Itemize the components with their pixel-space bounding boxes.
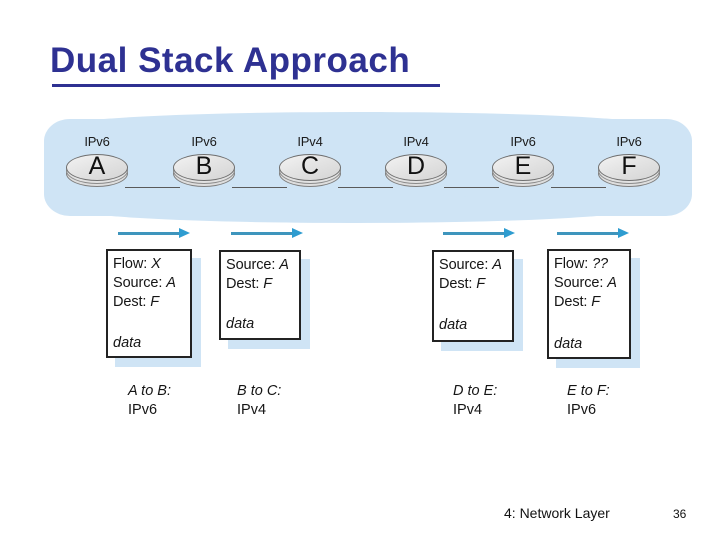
flow-arrow-4 — [557, 228, 629, 238]
packet-payload: data — [554, 336, 583, 352]
node-e-label: E — [514, 152, 532, 180]
packet-box-4-frame — [547, 249, 631, 359]
router-icon: D — [385, 152, 447, 187]
hop-caption-2: B to C: IPv4 — [237, 382, 281, 420]
packet-box-2-frame — [219, 250, 301, 340]
packet-field-value: F — [476, 276, 486, 292]
hop-caption-3-protocol: IPv4 — [453, 402, 483, 418]
packet-field-value: A — [279, 257, 289, 273]
network-node-b[interactable]: IPv6 B — [169, 134, 239, 187]
packet-field: Flow: ?? — [554, 255, 627, 274]
packet-field-key: Dest: — [113, 294, 147, 310]
hop-caption-2-protocol: IPv4 — [237, 402, 267, 418]
router-icon: E — [492, 152, 554, 187]
node-b-label: B — [195, 152, 213, 180]
packet-box-3: Source: A Dest: F data — [432, 250, 523, 351]
flow-arrow-1 — [118, 228, 190, 238]
network-node-e[interactable]: IPv6 E — [488, 134, 558, 187]
packet-field-value: ?? — [592, 256, 609, 272]
hop-caption-1-hop: A to B: — [128, 383, 171, 399]
packet-field: Dest: F — [554, 293, 627, 312]
hop-caption-4: E to F: IPv6 — [567, 382, 610, 420]
link-d-e — [444, 187, 499, 188]
packet-field: Dest: F — [226, 275, 297, 294]
node-c-label: C — [300, 152, 320, 180]
network-node-f[interactable]: IPv6 F — [594, 134, 664, 187]
packet-field: Source: A — [226, 256, 297, 275]
packet-payload: data — [226, 316, 255, 332]
packet-field-key: Source: — [226, 257, 276, 273]
network-node-a[interactable]: IPv6 A — [62, 134, 132, 187]
packet-field-value: F — [263, 276, 273, 292]
link-a-b — [125, 187, 180, 188]
packet-field-key: Source: — [113, 275, 163, 291]
node-f-protocol: IPv6 — [616, 134, 642, 149]
flow-arrow-3 — [443, 228, 515, 238]
footer-section-label: 4: Network Layer — [504, 505, 610, 521]
packet-field: Source: A — [439, 256, 510, 275]
router-icon: A — [66, 152, 128, 187]
hop-caption-4-hop: E to F: — [567, 383, 610, 399]
packet-field-key: Dest: — [439, 276, 473, 292]
packet-field-value: X — [151, 256, 161, 272]
node-c-protocol: IPv4 — [297, 134, 323, 149]
link-b-c — [232, 187, 287, 188]
hop-caption-2-hop: B to C: — [237, 383, 282, 399]
node-a-protocol: IPv6 — [84, 134, 110, 149]
hop-caption-1-protocol: IPv6 — [128, 402, 158, 418]
packet-field: Dest: F — [113, 293, 188, 312]
node-d-label: D — [406, 152, 426, 180]
network-cloud — [44, 112, 692, 223]
router-icon: B — [173, 152, 235, 187]
packet-field: Source: A — [113, 274, 188, 293]
packet-field-key: Dest: — [226, 276, 260, 292]
packet-field-value: A — [492, 257, 502, 273]
node-e-protocol: IPv6 — [510, 134, 536, 149]
packet-field-value: A — [166, 275, 176, 291]
packet-box-3-frame — [432, 250, 514, 342]
packet-field-key: Flow: — [554, 256, 589, 272]
packet-field: Dest: F — [439, 275, 510, 294]
packet-field-key: Dest: — [554, 294, 588, 310]
hop-caption-4-protocol: IPv6 — [567, 402, 597, 418]
packet-payload: data — [439, 317, 468, 333]
router-icon: C — [279, 152, 341, 187]
packet-field-value: F — [150, 294, 160, 310]
packet-box-4: Flow: ?? Source: A Dest: F data — [547, 249, 640, 368]
packet-field-key: Source: — [554, 275, 604, 291]
link-c-d — [338, 187, 393, 188]
link-e-f — [551, 187, 606, 188]
hop-caption-1: A to B: IPv6 — [128, 382, 171, 420]
router-icon: F — [598, 152, 660, 187]
packet-box-2: Source: A Dest: F data — [219, 250, 310, 349]
node-a-label: A — [88, 152, 106, 180]
node-d-protocol: IPv4 — [403, 134, 429, 149]
page-title-underline — [52, 84, 440, 87]
packet-field: Flow: X — [113, 255, 188, 274]
packet-field-value: F — [591, 294, 601, 310]
packet-box-1: Flow: X Source: A Dest: F data — [106, 249, 201, 367]
network-node-d[interactable]: IPv4 D — [381, 134, 451, 187]
flow-arrow-2 — [231, 228, 303, 238]
packet-field-key: Flow: — [113, 256, 148, 272]
packet-field-value: A — [607, 275, 617, 291]
node-b-protocol: IPv6 — [191, 134, 217, 149]
node-f-label: F — [621, 152, 637, 180]
page-title: Dual Stack Approach — [50, 41, 411, 80]
hop-caption-3-hop: D to E: — [453, 383, 498, 399]
hop-caption-3: D to E: IPv4 — [453, 382, 497, 420]
footer-page-number: 36 — [673, 507, 687, 521]
packet-field-key: Source: — [439, 257, 489, 273]
packet-payload: data — [113, 335, 142, 351]
network-node-c[interactable]: IPv4 C — [275, 134, 345, 187]
packet-box-1-frame — [106, 249, 192, 358]
packet-field: Source: A — [554, 274, 627, 293]
